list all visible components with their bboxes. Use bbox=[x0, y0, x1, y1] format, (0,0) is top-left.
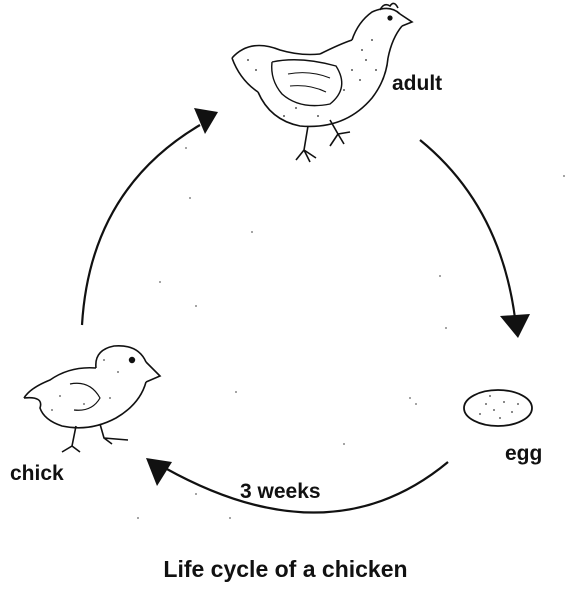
arrow-head-chick-to-adult bbox=[194, 108, 218, 134]
stage-label-egg: egg bbox=[505, 442, 542, 466]
transition-label: 3 weeks bbox=[240, 480, 321, 504]
chick-illustration bbox=[24, 346, 160, 452]
scan-noise bbox=[137, 147, 565, 519]
diagram-caption: Life cycle of a chicken bbox=[0, 556, 571, 583]
arrow-adult-to-egg bbox=[420, 140, 515, 318]
stage-label-adult: adult bbox=[392, 72, 442, 96]
adult-hen-illustration bbox=[232, 3, 412, 162]
arrow-head-adult-to-egg bbox=[500, 314, 530, 338]
stage-label-chick: chick bbox=[10, 462, 64, 486]
egg-illustration bbox=[464, 390, 532, 426]
arrow-chick-to-adult bbox=[82, 125, 200, 325]
arrow-head-egg-to-chick bbox=[146, 458, 172, 486]
